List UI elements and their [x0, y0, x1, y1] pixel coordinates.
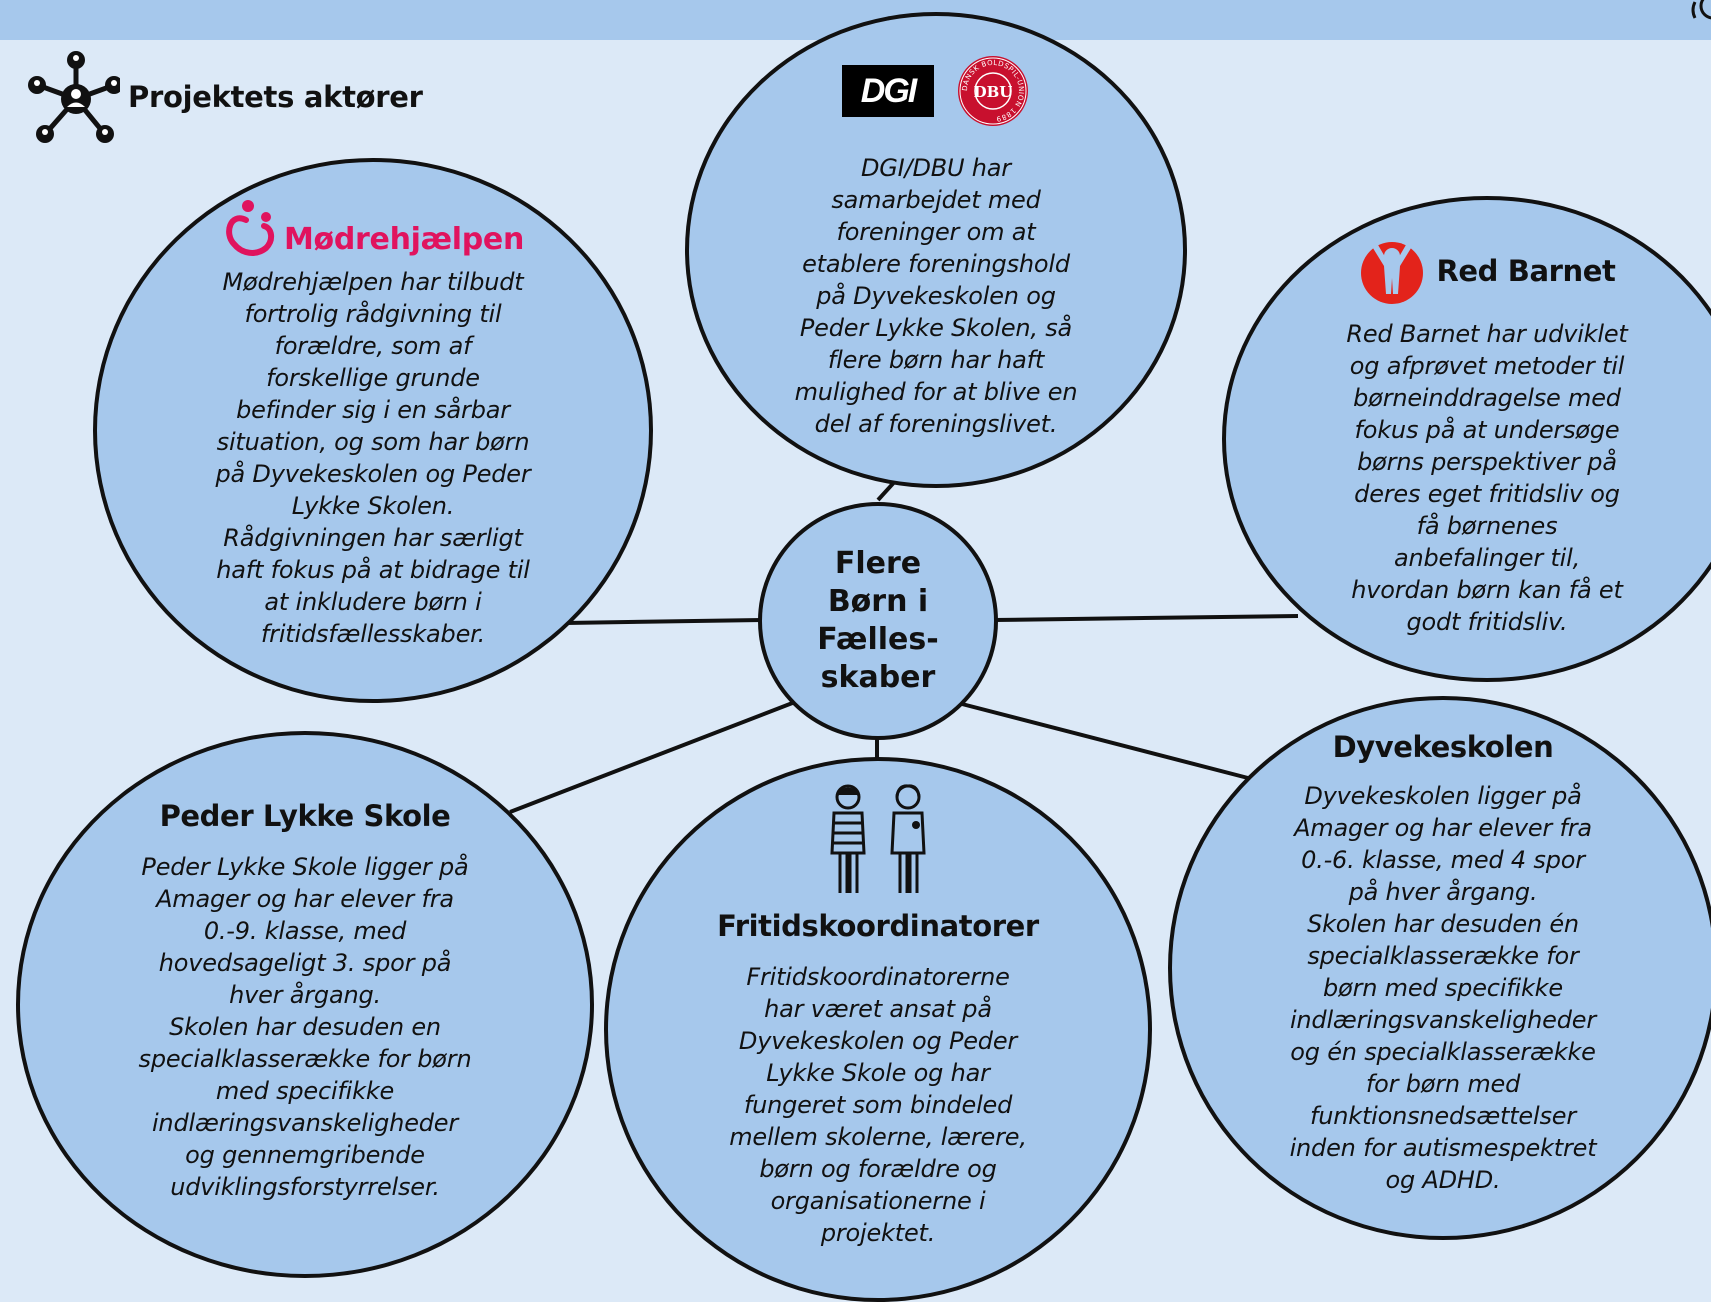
corner-logo-fragment	[1651, 0, 1711, 40]
node-peder-lykke: Peder Lykke Skole Peder Lykke Skole ligg…	[16, 731, 594, 1278]
network-people-icon	[28, 51, 120, 143]
red-barnet-logo: Red Barnet	[1358, 234, 1616, 308]
center-label: Flere Børn i Fælles- skaber	[817, 546, 939, 695]
node-dgi-dbu: DGI DANSK BOLDSPIL-UNION 1889 DBU DGI/DB…	[685, 12, 1187, 488]
connector-peder-lykke	[509, 700, 796, 814]
center-node: Flere Børn i Fælles- skaber	[758, 502, 998, 740]
node-fritidskoordinatorer: Fritidskoordinatorer Fritidskoordinatore…	[604, 757, 1152, 1302]
modrehjaelpen-logo-text: Mødrehjælpen	[283, 221, 525, 257]
node-red-barnet: Red Barnet Red Barnet har udviklet og af…	[1222, 196, 1711, 682]
page-title: Projektets aktører	[128, 80, 423, 114]
modrehjaelpen-heart-icon	[226, 200, 274, 256]
dbu-logo: DANSK BOLDSPIL-UNION 1889 DBU	[958, 56, 1028, 126]
peder-lykke-title: Peder Lykke Skole	[159, 799, 451, 833]
dgi-dbu-description: DGI/DBU har samarbejdet med foreninger o…	[794, 154, 1078, 438]
modrehjaelpen-description: Mødrehjælpen har tilbudt fortrolig rådgi…	[215, 268, 531, 648]
dgi-logo: DGI	[842, 65, 934, 117]
dbu-monogram: DBU	[974, 83, 1013, 101]
node-modrehjaelpen: Mødrehjælpen Mødrehjælpen har tilbudt fo…	[93, 158, 653, 703]
dyvekeskolen-description: Dyvekeskolen ligger på Amager og har ele…	[1289, 782, 1597, 1194]
red-barnet-logo-text: Red Barnet	[1436, 254, 1616, 288]
connector-red-barnet	[993, 614, 1299, 622]
two-people-icon	[830, 784, 926, 893]
red-barnet-child-icon	[1361, 238, 1424, 304]
connector-modrehjaelpen	[564, 618, 763, 625]
peder-lykke-description: Peder Lykke Skole ligger på Amager og ha…	[138, 853, 472, 1201]
fritid-description: Fritidskoordinatorerne har været ansat p…	[729, 963, 1027, 1247]
modrehjaelpen-logo: Mødrehjælpen	[222, 196, 524, 260]
connector-dyvekeskolen	[961, 702, 1249, 780]
node-dyvekeskolen: Dyvekeskolen Dyvekeskolen ligger på Amag…	[1168, 696, 1711, 1240]
dyvekeskolen-title: Dyvekeskolen	[1332, 730, 1554, 764]
red-barnet-description: Red Barnet har udviklet og afprøvet meto…	[1346, 320, 1628, 636]
header: Projektets aktører	[26, 50, 423, 144]
fritid-title: Fritidskoordinatorer	[717, 909, 1039, 943]
dgi-dbu-logos: DGI DANSK BOLDSPIL-UNION 1889 DBU	[842, 54, 1030, 128]
